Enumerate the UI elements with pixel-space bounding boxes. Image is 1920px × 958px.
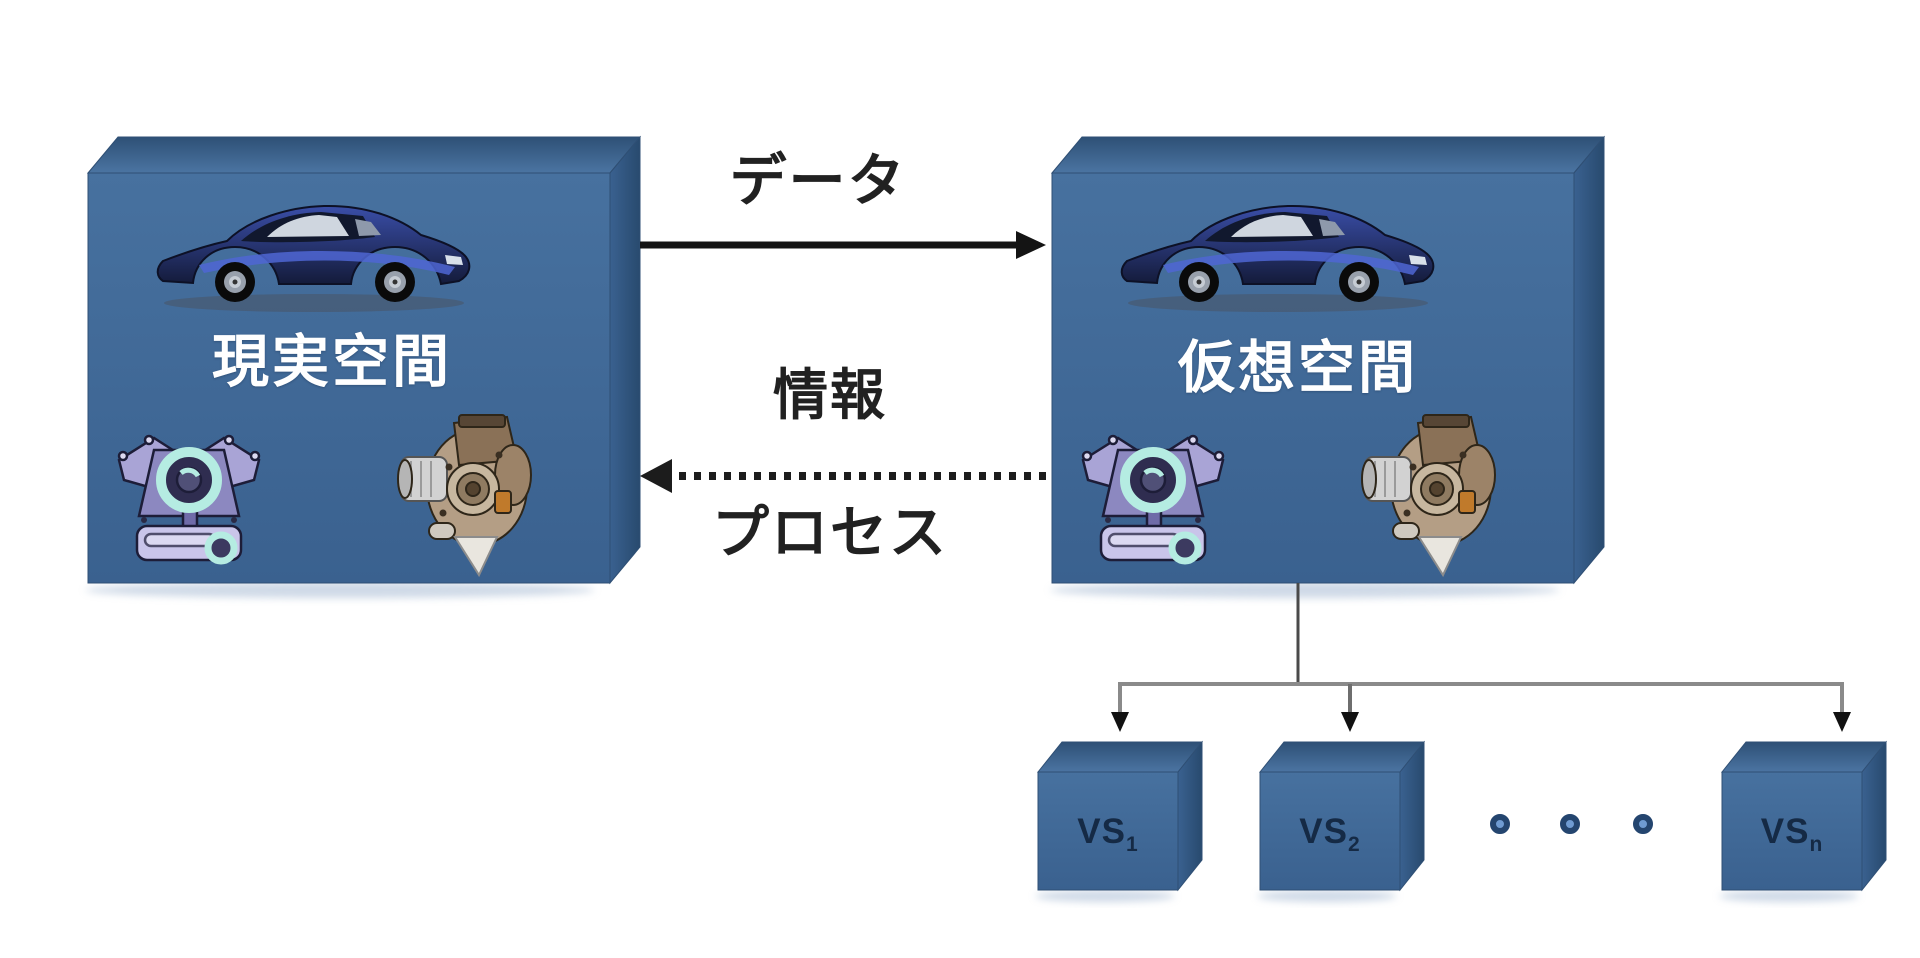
info-flow-label: 情報 xyxy=(772,364,887,426)
vsn-label-base: VS xyxy=(1760,812,1810,851)
vs1-label: VS1 xyxy=(1023,806,1193,858)
process-flow-label: プロセス xyxy=(712,501,948,565)
vs2-label-base: VS xyxy=(1299,812,1348,851)
vs-cube-2 xyxy=(1258,740,1426,892)
vsn-label: VSn xyxy=(1707,806,1877,858)
real-box-shadow xyxy=(85,582,595,598)
vs2-shadow xyxy=(1257,890,1397,902)
real-space-label: 現実空間 xyxy=(212,330,452,394)
vs1-label-sub: 1 xyxy=(1126,833,1139,856)
data-flow-label: データ xyxy=(729,149,907,213)
ellipsis-dots xyxy=(1490,814,1653,834)
vsn-label-sub: n xyxy=(1809,833,1824,856)
virtual-box-shadow xyxy=(1050,582,1560,598)
vs1-shadow xyxy=(1035,890,1175,902)
vs1-label-base: VS xyxy=(1077,812,1126,851)
vs2-label-sub: 2 xyxy=(1348,833,1361,856)
vsn-shadow xyxy=(1719,890,1859,902)
tree-connector xyxy=(1111,583,1851,732)
data-arrow xyxy=(640,231,1046,259)
vs2-label: VS2 xyxy=(1245,806,1415,858)
vs-cube-n xyxy=(1720,740,1888,892)
info-process-arrow xyxy=(640,459,1046,493)
virtual-space-label: 仮想空間 xyxy=(1178,336,1418,400)
vs-cube-1 xyxy=(1036,740,1204,892)
